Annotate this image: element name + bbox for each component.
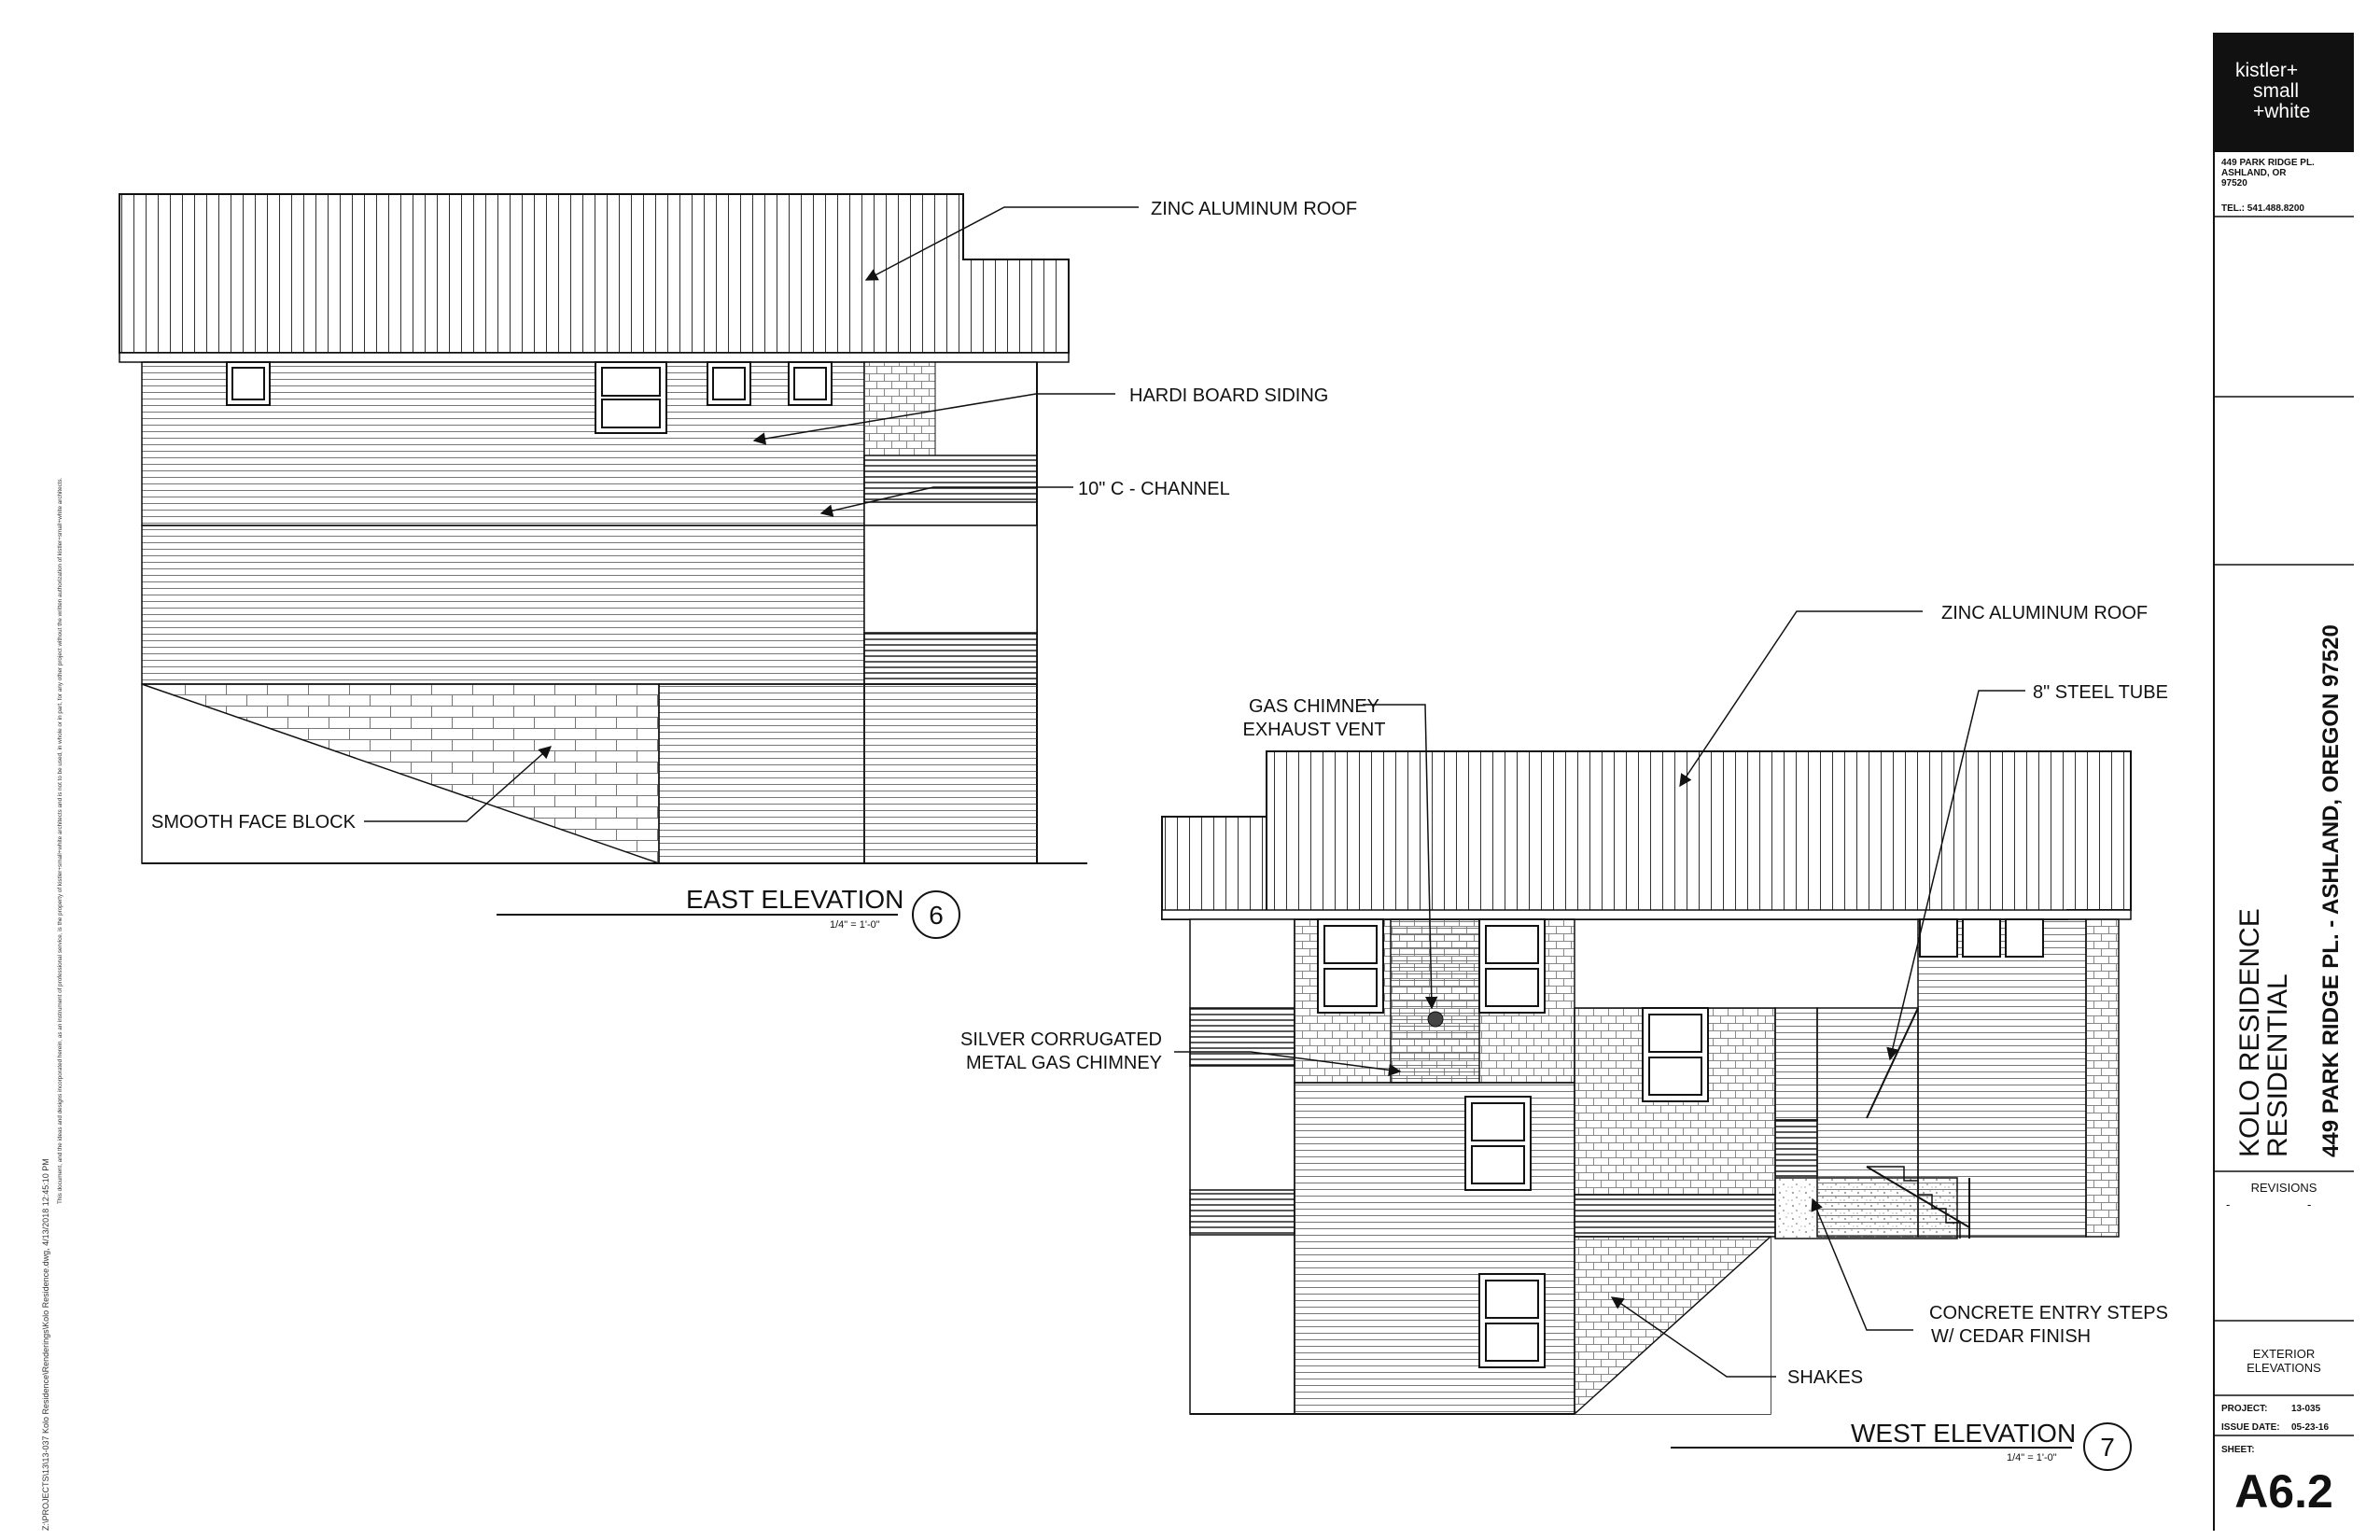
issue-date-label: ISSUE DATE: — [2221, 1422, 2280, 1433]
east-elevation-drawing — [119, 193, 1087, 865]
east-leaders — [364, 206, 1139, 822]
note-shakes: SHAKES — [1787, 1367, 1863, 1388]
west-elevation-drawing — [1161, 750, 2132, 1415]
west-elevation-title: WEST ELEVATION — [1851, 1419, 2076, 1448]
logo-line-3: +white — [2253, 101, 2310, 122]
logo-line-1: kistler+ — [2235, 60, 2298, 81]
east-block-wall — [141, 683, 660, 865]
disclaimer-text: This document, and the ideas and designs… — [57, 477, 63, 1204]
sheet-number: A6.2 — [2234, 1465, 2333, 1518]
sheet-title-1: EXTERIOR — [2253, 1347, 2315, 1361]
logo-line-2: small — [2253, 80, 2299, 102]
east-detail-marker — [912, 890, 960, 939]
file-path-text: Z:\PROJECTS\13\13-037 Kolo Residence\Ren… — [41, 1158, 50, 1531]
sheet-label: SHEET: — [2221, 1445, 2255, 1455]
note-gas-chimney: GAS CHIMNEY — [1249, 696, 1379, 717]
address-line-2: ASHLAND, OR — [2221, 168, 2287, 178]
west-windows — [1317, 918, 2044, 1368]
steel-tube-line — [1866, 1007, 1919, 1119]
note-zinc-roof-east: ZINC ALUMINUM ROOF — [1151, 199, 1357, 219]
note-concrete-steps: CONCRETE ENTRY STEPS — [1929, 1303, 2168, 1323]
revisions-dash-2: - — [2307, 1197, 2311, 1211]
project-label: PROJECT: — [2221, 1404, 2267, 1414]
tel-text: TEL.: 541.488.8200 — [2221, 203, 2304, 214]
west-elevation-scale: 1/4" = 1'-0" — [2007, 1452, 2057, 1463]
west-roof-left — [1161, 816, 1267, 920]
east-notes: ZINC ALUMINUM ROOF HARDI BOARD SIDING 10… — [151, 199, 1357, 833]
note-cedar-finish: W/ CEDAR FINISH — [1931, 1326, 2091, 1347]
issue-date-value: 05-23-16 — [2291, 1422, 2329, 1433]
west-chimney — [1390, 918, 1480, 1084]
note-silver-corrugated: SILVER CORRUGATED — [960, 1029, 1162, 1050]
sheet-title-2: ELEVATIONS — [2247, 1361, 2321, 1375]
title-block: kistler+ small +white 449 PARK RIDGE PL.… — [2213, 33, 2354, 1531]
address-line-1: 449 PARK RIDGE PL. — [2221, 158, 2315, 168]
west-detail-number: 7 — [2100, 1433, 2115, 1462]
east-elevation-title: EAST ELEVATION — [686, 885, 903, 914]
revisions-label: REVISIONS — [2251, 1181, 2317, 1195]
firm-logo — [2214, 33, 2354, 152]
east-detail-number: 6 — [929, 901, 944, 930]
east-windows — [226, 361, 833, 434]
west-notes: ZINC ALUMINUM ROOF 8" STEEL TUBE GAS CHI… — [960, 603, 2168, 1388]
west-elevation-title-block: WEST ELEVATION 1/4" = 1'-0" 7 — [1671, 1419, 2132, 1471]
east-roof — [119, 193, 1070, 354]
project-address: 449 PARK RIDGE PL. - ASHLAND, OREGON 975… — [2318, 624, 2344, 1157]
note-exhaust-vent: EXHAUST VENT — [1243, 720, 1386, 740]
east-rail-upper — [863, 455, 1038, 503]
west-entry-steps — [1774, 1177, 1958, 1239]
note-steel-tube: 8" STEEL TUBE — [2033, 682, 2168, 703]
east-elevation-title-block: EAST ELEVATION 1/4" = 1'-0" 6 — [497, 885, 960, 939]
project-name-2: RESIDENTIAL — [2262, 973, 2293, 1157]
margin-text: Z:\PROJECTS\13\13-037 Kolo Residence\Ren… — [41, 477, 63, 1531]
note-smooth-block: SMOOTH FACE BLOCK — [151, 812, 357, 833]
note-hardi-siding: HARDI BOARD SIDING — [1129, 385, 1328, 406]
chimney-vent-icon — [1427, 1011, 1444, 1028]
project-value: 13-035 — [2291, 1404, 2321, 1414]
note-zinc-roof-west: ZINC ALUMINUM ROOF — [1941, 603, 2148, 623]
west-leaders — [1174, 610, 2025, 1378]
address-line-3: 97520 — [2221, 178, 2247, 189]
project-name-1: KOLO RESIDENCE — [2234, 908, 2265, 1157]
revisions-dash-1: - — [2226, 1197, 2230, 1211]
note-c-channel: 10" C - CHANNEL — [1078, 479, 1230, 499]
west-roof-main — [1266, 750, 2132, 920]
note-metal-gas-chimney: METAL GAS CHIMNEY — [966, 1053, 1162, 1073]
east-elevation-scale: 1/4" = 1'-0" — [830, 919, 880, 931]
west-detail-marker — [2083, 1422, 2132, 1471]
